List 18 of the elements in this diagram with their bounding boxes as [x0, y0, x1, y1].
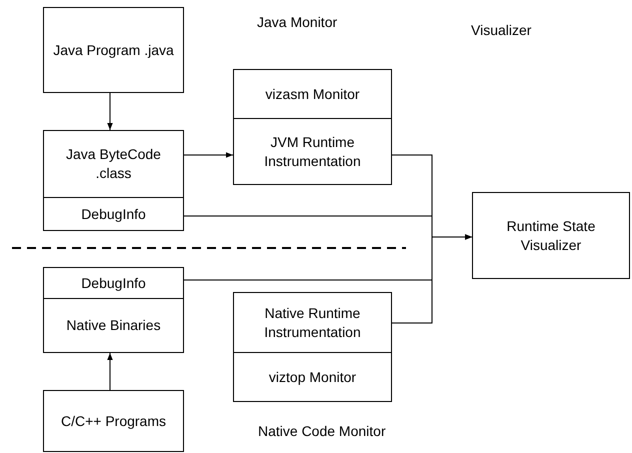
arrow	[392, 234, 472, 324]
process-box: DebugInfo	[43, 267, 184, 299]
section-label: Native Code Monitor	[258, 423, 386, 439]
process-box: Java Program .java	[43, 7, 184, 93]
process-box: Native Runtime Instrumentation	[233, 292, 392, 353]
process-box: vizasm Monitor	[233, 69, 392, 119]
process-box: Native Binaries	[43, 298, 184, 353]
arrow	[107, 92, 113, 130]
process-box: C/C++ Programs	[43, 390, 184, 452]
arrow	[184, 152, 234, 158]
process-box: DebugInfo	[43, 197, 184, 231]
process-box: viztop Monitor	[233, 352, 392, 402]
process-box: Java ByteCode .class	[43, 130, 184, 198]
section-label: Java Monitor	[257, 14, 338, 30]
process-box: JVM Runtime Instrumentation	[233, 118, 392, 185]
arrow	[107, 352, 113, 390]
process-box: Runtime State Visualizer	[472, 192, 630, 279]
section-label: Visualizer	[471, 22, 532, 38]
